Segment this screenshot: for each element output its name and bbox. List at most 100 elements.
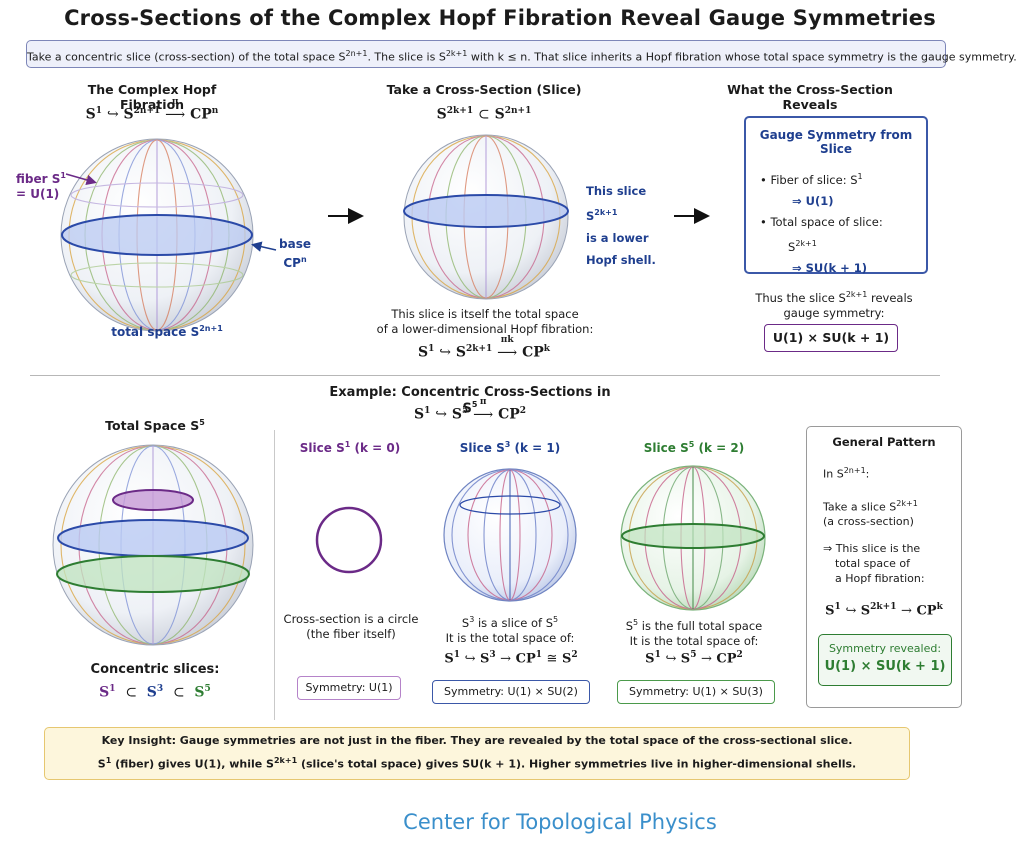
col3-symmetry-badge: Symmetry: U(1) × SU(3) — [617, 680, 775, 704]
example-formula: S1 ↪ S5 π ⟶ CP2 — [370, 397, 570, 423]
pattern-text: : — [865, 467, 870, 481]
f-s: S — [680, 651, 691, 667]
f-cp: CP — [522, 344, 544, 361]
col-desc-sup: 3 — [469, 615, 475, 624]
insight-text: (fiber) gives U(1), while S — [111, 757, 274, 771]
hook-arrow: ↪ — [464, 651, 476, 667]
subset-symbol: ⊂ — [125, 684, 138, 701]
page-title: Cross-Sections of the Complex Hopf Fibra… — [64, 6, 936, 30]
f-sup: 1 — [834, 602, 841, 613]
f-s: S — [451, 406, 462, 423]
base-arrow — [251, 241, 277, 252]
col-title-k: (k = 1) — [510, 441, 561, 455]
f-cp: CP — [716, 651, 737, 667]
hook-arrow: ↪ — [665, 651, 677, 667]
thus-text: reveals — [867, 290, 913, 305]
f-cp: CP — [498, 406, 520, 423]
fiber-label-sup: 1 — [60, 171, 66, 180]
side-note-line: This slice — [586, 184, 647, 198]
f-sup: k — [543, 344, 551, 354]
thus-text: gauge symmetry: — [783, 305, 885, 320]
total-space-sphere — [52, 444, 254, 646]
slice-s5-disk — [56, 555, 250, 593]
panel3-thus: Thus the slice S2k+1 reveals gauge symme… — [716, 287, 952, 321]
f-sup: 1 — [453, 650, 461, 660]
map-arrow: ⟶ — [473, 406, 494, 423]
bullet-total-s: S2k+1 — [788, 233, 926, 258]
slice-side-note: This slice S2k+1 is a lower Hopf shell. — [586, 180, 656, 271]
chain-sup: 1 — [109, 684, 116, 694]
pattern-sup: 2k+1 — [896, 498, 918, 508]
f-s: S — [479, 651, 490, 667]
f-s: S — [413, 406, 425, 423]
hook-arrow: ↪ — [845, 603, 857, 619]
gauge-symmetry-box: Gauge Symmetry from Slice • Fiber of sli… — [744, 116, 928, 275]
fiber-circle-ring — [315, 506, 383, 574]
cong-symbol: ≅ — [546, 651, 558, 667]
col-desc-line: Cross-section is a circle — [283, 612, 419, 626]
map-arrow: → — [500, 651, 512, 667]
col3-formula: S1 ↪ S5 → CP2 — [614, 650, 774, 666]
fiber-circle — [315, 506, 383, 574]
col-title-sup: 5 — [688, 440, 695, 449]
side-note-sup: 2k+1 — [594, 208, 618, 217]
bullet-s: S — [788, 239, 796, 254]
f-cp: CP — [916, 603, 937, 619]
col1-title: Slice S1 (k = 0) — [290, 440, 410, 455]
latitude-curve — [70, 262, 244, 288]
side-note-line: is a lower — [586, 230, 649, 245]
insight-text: (slice's total space) gives SU(k + 1). H… — [297, 757, 857, 771]
desc-line: This slice is itself the total space — [391, 307, 579, 321]
pattern-text: In S2n+1: Take a slice S2k+1 (a cross-se… — [823, 463, 961, 586]
intro-banner: Take a concentric slice (cross-section) … — [26, 40, 1017, 68]
f-sup: 2n+1 — [504, 106, 532, 116]
bullet-fiber: • Fiber of slice: S1 — [760, 172, 863, 187]
panel2-formula: S2k+1 ⊂ S2n+1 — [384, 106, 584, 123]
general-pattern-box: General Pattern In S2n+1: Take a slice S… — [806, 426, 962, 708]
col3-desc: S5 is the full total space It is the tot… — [614, 615, 774, 649]
thus-text: Thus the slice S — [755, 290, 846, 305]
chain-sup: 5 — [204, 684, 211, 694]
chain-s3: S — [146, 684, 157, 701]
total-heading-text: Total Space S — [105, 418, 200, 434]
panel3-heading: What the Cross-Section Reveals — [727, 82, 893, 112]
key-insight-banner: Key Insight: Gauge symmetries are not ju… — [44, 727, 910, 780]
f-s: S — [455, 344, 466, 361]
map-arrow: ⟶ — [165, 106, 186, 123]
result-badge: U(1) × SU(k + 1) — [764, 324, 898, 352]
symmetry-revealed-value: U(1) × SU(k + 1) — [824, 659, 946, 674]
example-heading: Example: Concentric Cross-Sections in S5 — [320, 385, 620, 416]
example-heading-text: Example: Concentric Cross-Sections in S — [329, 385, 611, 417]
slice-s1-disk — [112, 489, 194, 511]
pattern-line: ⇒ This slice is the — [823, 542, 921, 556]
col-desc-line: (the fiber itself) — [306, 627, 396, 641]
f-sup: 2k+1 — [446, 106, 474, 116]
pattern-sup: 2n+1 — [843, 466, 866, 475]
total-label-sup: 2n+1 — [199, 324, 223, 333]
chain-s1: S — [99, 684, 110, 701]
concentric-label: Concentric slices: — [90, 662, 220, 677]
col-desc-sup: 5 — [633, 618, 639, 627]
intro-text-a: Take a concentric slice (cross-section) … — [27, 50, 346, 64]
intro-text-b: . The slice is S — [367, 50, 446, 64]
slice-sphere-illustration — [403, 134, 569, 300]
col-desc-line: is a slice of S — [474, 615, 553, 630]
f-sup: 2k+1 — [870, 602, 897, 613]
f-sup: 1 — [95, 106, 103, 116]
f-s: S — [494, 106, 505, 123]
col1-symmetry-badge: Symmetry: U(1) — [297, 676, 401, 700]
gauge-box-list: • Fiber of slice: S1 ⇒ U(1) • Total spac… — [760, 166, 926, 279]
map-arrow: → — [700, 651, 712, 667]
insight-line2: S1 (fiber) gives U(1), while S2k+1 (slic… — [45, 751, 909, 775]
hook-arrow: ↪ — [106, 106, 119, 123]
f-sup: 3 — [489, 650, 496, 660]
insight-sup: 1 — [105, 756, 112, 765]
insight-text: S — [97, 757, 106, 771]
col-desc-line: It is the total space of: — [629, 633, 759, 648]
fiber-label-text: fiber S — [16, 172, 61, 186]
panel2-heading: Take a Cross-Section (Slice) — [386, 82, 582, 97]
f-sup: 1 — [535, 650, 542, 660]
f-s: S — [436, 106, 447, 123]
total-heading-sup: 5 — [199, 418, 205, 427]
pi-label: π — [479, 396, 487, 407]
